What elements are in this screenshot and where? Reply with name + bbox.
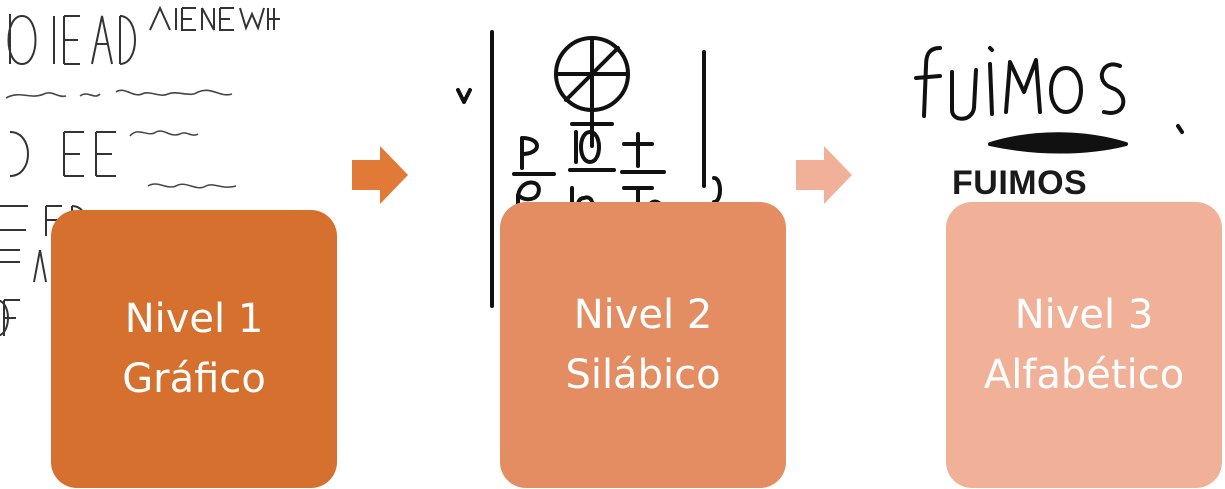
arrow-right-icon xyxy=(796,146,852,204)
level-1-box: Nivel 1 Gráfico xyxy=(51,210,337,488)
level-3-number: Nivel 3 xyxy=(1014,292,1154,338)
level3-writing-sample: FUIMOS xyxy=(906,26,1196,226)
level-2-number: Nivel 2 xyxy=(573,292,713,338)
arrow-right-icon xyxy=(352,146,408,204)
alphabetic-word-image xyxy=(906,26,1196,226)
level-2-box: Nivel 2 Silábico xyxy=(500,202,786,488)
level-1-name: Gráfico xyxy=(122,356,266,402)
arrow-1-shape xyxy=(352,146,408,204)
level-3-name: Alfabético xyxy=(983,352,1185,398)
level-1-number: Nivel 1 xyxy=(124,296,264,342)
arrow-2-shape xyxy=(796,146,852,204)
level-2-name: Silábico xyxy=(565,352,721,398)
level-3-box: Nivel 3 Alfabético xyxy=(946,202,1222,488)
printed-word: FUIMOS xyxy=(952,164,1088,202)
